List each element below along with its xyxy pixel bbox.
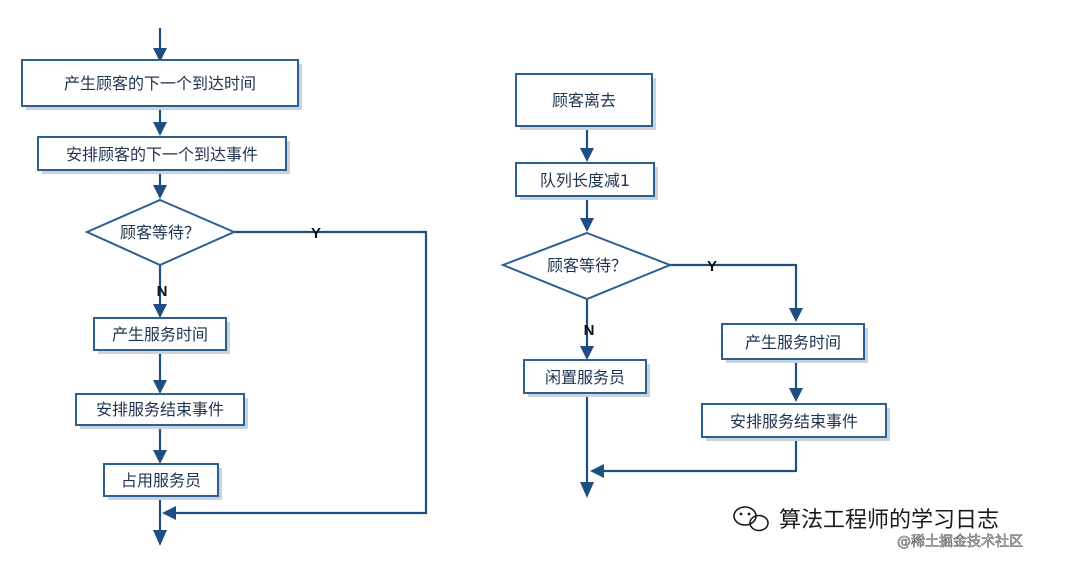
left-box-arrive-next-time: 产生顾客的下一个到达时间 [21, 59, 302, 110]
left-exit-arrowhead [153, 530, 167, 546]
left-gen-service-time-label: 产生服务时间 [112, 325, 208, 344]
right-connectors [580, 130, 803, 498]
left-schedule-end-label: 安排服务结束事件 [96, 400, 224, 419]
right-return-loop [602, 438, 798, 473]
left-entry-arrowhead [153, 48, 167, 62]
right-branch-yes-label: Y [707, 258, 717, 275]
right-exit-arrowhead [580, 482, 594, 498]
left-occupy-server-label: 占用服务员 [121, 471, 201, 490]
left-flowchart: 产生顾客的下一个到达时间 安排顾客的下一个到达事件 顾客等待？ Y N 产生服务… [21, 28, 428, 546]
right-arrowhead-3 [789, 388, 803, 402]
left-branch-no-label: N [157, 283, 168, 300]
left-arrowhead-3 [153, 380, 167, 394]
right-box-queue-decrement: 队列长度减1 [515, 162, 658, 200]
right-box-customer-leave: 顾客离去 [515, 73, 656, 130]
right-schedule-end-label: 安排服务结束事件 [730, 412, 858, 431]
right-queue-decrement-label: 队列长度减1 [540, 171, 630, 190]
left-branch-yes-label: Y [311, 225, 321, 242]
right-decision-diamond [500, 231, 673, 301]
right-arrowhead-no [580, 346, 594, 360]
right-box-gen-service-time: 产生服务时间 [721, 323, 868, 363]
right-box-idle-server: 闲置服务员 [523, 359, 650, 397]
right-yes-arrowhead [789, 308, 803, 322]
right-decision-waiting: 顾客等待？ [500, 231, 673, 301]
right-yes-line [670, 263, 798, 310]
wechat-icon [733, 506, 769, 532]
right-customer-leave-label: 顾客离去 [552, 91, 616, 110]
watermark-subtitle: @稀土掘金技术社区 [897, 534, 1023, 550]
right-return-arrowhead [590, 464, 604, 478]
right-flowchart: 顾客离去 队列长度减1 顾客等待？ Y N 闲置服务员 产生服务时间 安排服务结… [500, 73, 890, 498]
left-arrive-next-time-label: 产生顾客的下一个到达时间 [64, 74, 256, 93]
left-yes-loop [174, 230, 428, 515]
right-box-schedule-end: 安排服务结束事件 [701, 403, 890, 441]
left-arrowhead-2 [153, 185, 167, 199]
left-yes-arrowhead [162, 506, 176, 520]
right-idle-server-label: 闲置服务员 [545, 368, 625, 387]
left-box-schedule-arrival: 安排顾客的下一个到达事件 [37, 136, 290, 174]
right-decision-label: 顾客等待？ [547, 256, 627, 275]
left-decision-waiting: 顾客等待？ [84, 198, 237, 267]
left-connectors [153, 28, 428, 546]
right-gen-service-time-label: 产生服务时间 [745, 333, 841, 352]
watermark-title: 算法工程师的学习日志 [779, 508, 999, 533]
left-decision-diamond [84, 198, 237, 267]
left-arrowhead-1 [153, 122, 167, 136]
watermark: 算法工程师的学习日志 @稀土掘金技术社区 [733, 506, 1023, 550]
left-schedule-arrival-label: 安排顾客的下一个到达事件 [66, 145, 258, 164]
left-arrowhead-no [153, 304, 167, 318]
right-arrowhead-2 [580, 218, 594, 232]
left-box-schedule-end: 安排服务结束事件 [75, 393, 248, 429]
left-decision-label: 顾客等待？ [120, 223, 200, 242]
left-box-occupy-server: 占用服务员 [103, 463, 222, 500]
right-branch-no-label: N [584, 322, 595, 339]
left-arrowhead-4 [153, 450, 167, 464]
left-box-gen-service-time: 产生服务时间 [93, 317, 230, 354]
right-arrowhead-1 [580, 148, 594, 162]
